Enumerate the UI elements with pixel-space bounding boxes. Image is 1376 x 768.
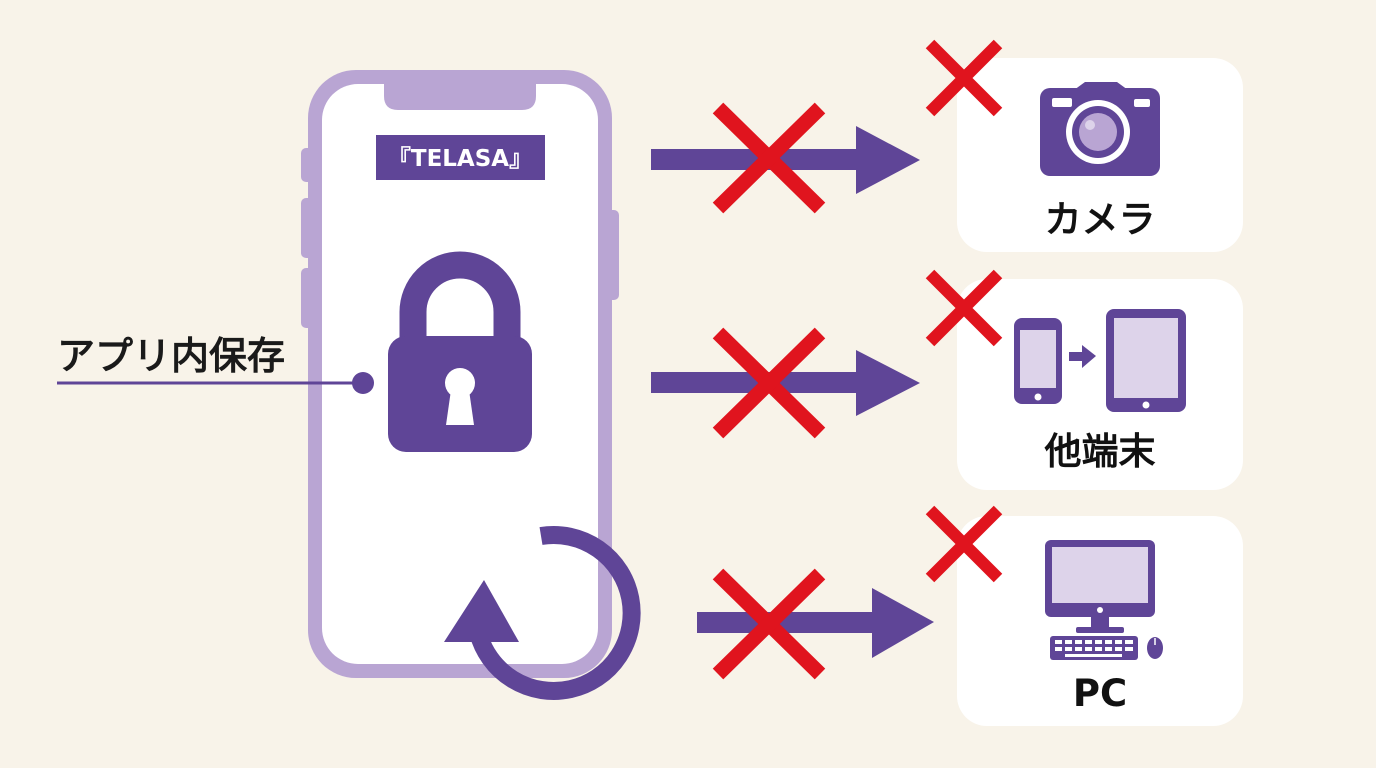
blocked-cross-icon xyxy=(925,39,1003,117)
camera-icon xyxy=(1040,82,1160,176)
blocked-cross-icon xyxy=(712,568,826,680)
devices-icon xyxy=(1014,309,1186,412)
blocked-arrow-pc xyxy=(697,568,934,680)
loop-arrow-icon xyxy=(444,525,641,700)
app-name-badge xyxy=(376,135,545,180)
destination-label: 他端末 xyxy=(1044,430,1156,473)
arrow-shaft xyxy=(651,372,864,393)
app-name: 『TELASA』 xyxy=(388,145,532,172)
destination-card-devices: 他端末 xyxy=(925,269,1243,490)
phone-notch xyxy=(384,84,536,110)
storage-callout-dot xyxy=(352,372,374,394)
lock-icon xyxy=(388,251,532,452)
blocked-arrow-camera xyxy=(651,102,920,214)
destination-label: PC xyxy=(1073,672,1127,715)
arrow-head xyxy=(856,350,920,416)
blocked-arrow-devices xyxy=(651,327,920,439)
computer-icon xyxy=(1045,540,1163,660)
blocked-cross-icon xyxy=(712,327,826,439)
smartphone: 『TELASA』 アプリ内保存 xyxy=(57,70,619,678)
arrow-head xyxy=(872,588,934,658)
blocked-cross-icon xyxy=(925,505,1003,583)
storage-label: アプリ内保存 xyxy=(57,334,285,378)
arrow-shaft xyxy=(697,612,882,633)
destination-card-camera: カメラ xyxy=(925,39,1243,252)
arrow-head xyxy=(856,126,920,194)
destination-label: カメラ xyxy=(1045,198,1156,241)
destination-card-pc: PC xyxy=(925,505,1243,726)
blocked-cross-icon xyxy=(925,269,1003,347)
blocked-cross-icon xyxy=(712,102,826,214)
